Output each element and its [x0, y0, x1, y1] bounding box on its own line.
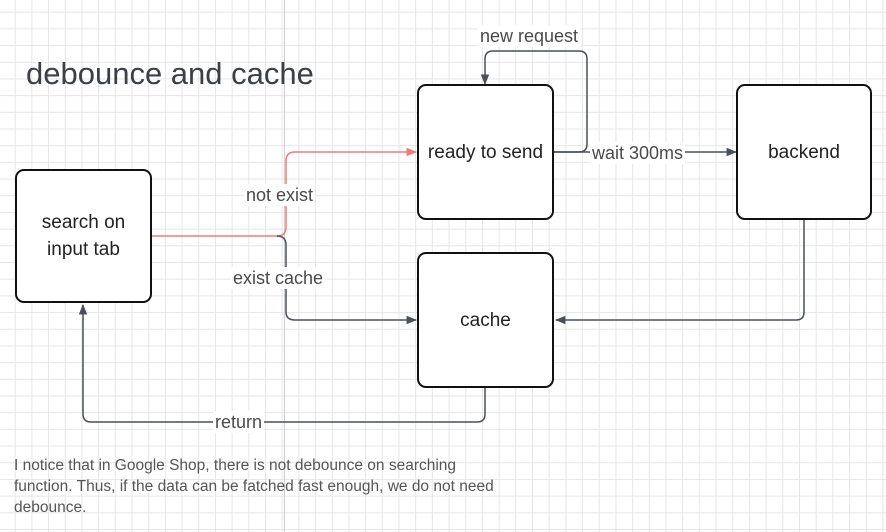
node-search[interactable]: search on input tab — [15, 169, 152, 303]
node-backend-label: backend — [768, 141, 840, 163]
node-cache-label: cache — [460, 309, 511, 331]
node-ready-to-send[interactable]: ready to send — [417, 84, 554, 220]
diagram-title: debounce and cache — [26, 56, 314, 91]
note-text: I notice that in Google Shop, there is n… — [14, 457, 494, 516]
edge-new-request — [480, 50, 588, 153]
edge-backend-to-cache — [554, 220, 805, 325]
edge-exist-cache — [276, 235, 418, 325]
node-search-label: search on input tab — [41, 212, 126, 260]
node-ready-label: ready to send — [427, 141, 544, 163]
edge-return — [78, 303, 486, 423]
edge-label-exist-cache: exist cache — [231, 267, 326, 289]
node-backend[interactable]: backend — [736, 84, 872, 220]
edge-label-new-request: new request — [478, 25, 581, 47]
node-cache[interactable]: cache — [417, 252, 554, 388]
canvas-guide-line — [284, 0, 285, 532]
edge-label-return: return — [213, 411, 265, 433]
edge-label-not-exist: not exist — [244, 184, 316, 206]
edge-label-wait: wait 300ms — [590, 142, 686, 164]
